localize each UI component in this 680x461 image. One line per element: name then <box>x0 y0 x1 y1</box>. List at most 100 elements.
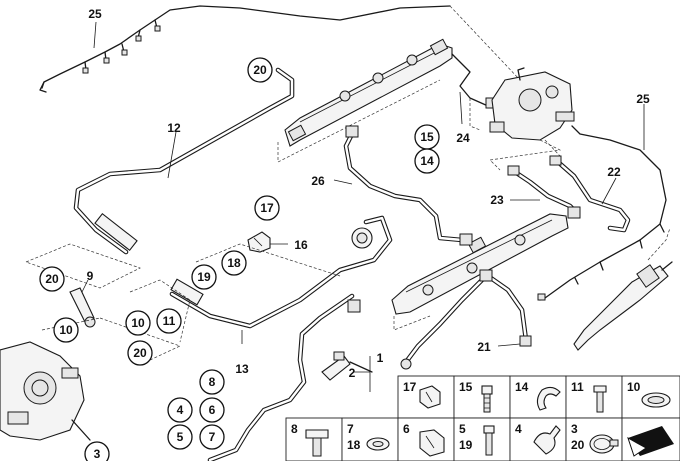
callout-circle <box>221 250 247 276</box>
callout-10: 10 <box>53 317 79 343</box>
arrow-icon <box>627 426 674 457</box>
part-number-label: 15 <box>459 380 473 394</box>
part-number-label: 4 <box>515 422 522 436</box>
part-3-icon <box>589 434 619 454</box>
parts-table-cell: 8 <box>285 417 343 461</box>
part-number-label: 10 <box>627 380 641 394</box>
callout-circle <box>254 195 280 221</box>
part-7-icon <box>366 437 390 451</box>
callout-number: 10 <box>59 323 73 337</box>
sensor-9 <box>69 287 96 328</box>
part-number-label: 17 <box>403 380 417 394</box>
callout-number: 3 <box>94 447 101 461</box>
callout-number: 20 <box>133 346 147 360</box>
callout-circle <box>414 148 440 174</box>
callout-number: 8 <box>209 375 216 389</box>
callout-18: 18 <box>221 250 247 276</box>
high-pressure-pump <box>489 67 575 171</box>
part-number-label: 5 <box>459 422 466 436</box>
parts-table-cell: 4 <box>509 417 567 461</box>
callout-number: 7 <box>209 430 216 444</box>
callout-26: 26 <box>311 174 325 188</box>
callout-number: 25 <box>88 7 102 21</box>
callout-number: 20 <box>253 63 267 77</box>
callout-11: 11 <box>156 308 182 334</box>
parts-table-cell: 718 <box>341 417 399 461</box>
hose-13 <box>169 215 393 329</box>
part-number-label: 6 <box>403 422 410 436</box>
pipe-23 <box>507 165 581 219</box>
callout-20: 20 <box>247 57 273 83</box>
parts-table-cell: 6 <box>397 417 455 461</box>
part-17-icon <box>419 385 441 409</box>
callout-number: 12 <box>167 121 181 135</box>
part-number-label: 7 <box>347 422 354 436</box>
part-number-label: 20 <box>571 438 585 452</box>
pipe-26 <box>343 125 473 246</box>
callout-circle <box>53 317 79 343</box>
callout-circle <box>199 424 225 450</box>
callout-circle <box>39 266 65 292</box>
parts-table-cell <box>621 417 680 461</box>
engine-block <box>0 341 91 441</box>
callout-17: 17 <box>254 195 280 221</box>
parts-table-cell: 10 <box>621 375 680 419</box>
callout-circle <box>127 340 153 366</box>
callout-19: 19 <box>191 264 217 290</box>
callout-number: 1 <box>377 351 384 365</box>
callout-24: 24 <box>456 131 470 145</box>
part-number-label: 14 <box>515 380 529 394</box>
part-15-icon <box>481 385 493 413</box>
callout-number: 2 <box>349 366 356 380</box>
parts-table-cell: 11 <box>565 375 623 419</box>
part-6-icon <box>419 429 445 457</box>
parts-table-cell: 519 <box>453 417 511 461</box>
callout-circle <box>247 57 273 83</box>
part-8-icon <box>305 429 329 457</box>
callout-10: 10 <box>125 310 151 336</box>
callout-circle <box>199 397 225 423</box>
part-number-label: 18 <box>347 438 361 452</box>
callout-5: 5 <box>167 424 193 450</box>
callout-21: 21 <box>477 340 491 354</box>
callout-16: 16 <box>294 238 308 252</box>
callout-number: 17 <box>260 201 274 215</box>
part-number-label: 3 <box>571 422 578 436</box>
part-number-label: 8 <box>291 422 298 436</box>
callout-circle <box>191 264 217 290</box>
part-14-icon <box>536 386 561 411</box>
callout-number: 16 <box>294 238 308 252</box>
callout-4: 4 <box>167 397 193 423</box>
injector <box>573 227 673 351</box>
callout-circle <box>199 369 225 395</box>
callout-25: 25 <box>636 92 650 106</box>
part-10-icon <box>641 392 671 408</box>
callout-number: 14 <box>420 154 434 168</box>
callout-12: 12 <box>167 121 181 135</box>
callout-number: 6 <box>209 403 216 417</box>
parts-table-cell: 14 <box>509 375 567 419</box>
leader-lines <box>81 21 645 392</box>
pipe-22 <box>549 155 631 233</box>
part-5-icon <box>483 425 495 456</box>
callout-circle <box>156 308 182 334</box>
return-line <box>207 293 373 461</box>
callout-circle <box>167 397 193 423</box>
callout-number: 10 <box>131 316 145 330</box>
callout-22: 22 <box>607 165 621 179</box>
callout-25: 25 <box>88 7 102 21</box>
callout-13: 13 <box>235 362 249 376</box>
callout-20: 20 <box>127 340 153 366</box>
diagram-artwork <box>0 5 673 461</box>
callout-number: 22 <box>607 165 621 179</box>
callout-7: 7 <box>199 424 225 450</box>
callout-circle <box>125 310 151 336</box>
part-number-label: 19 <box>459 438 473 452</box>
cell-border <box>453 417 511 461</box>
callout-number: 26 <box>311 174 325 188</box>
callout-23: 23 <box>490 193 504 207</box>
